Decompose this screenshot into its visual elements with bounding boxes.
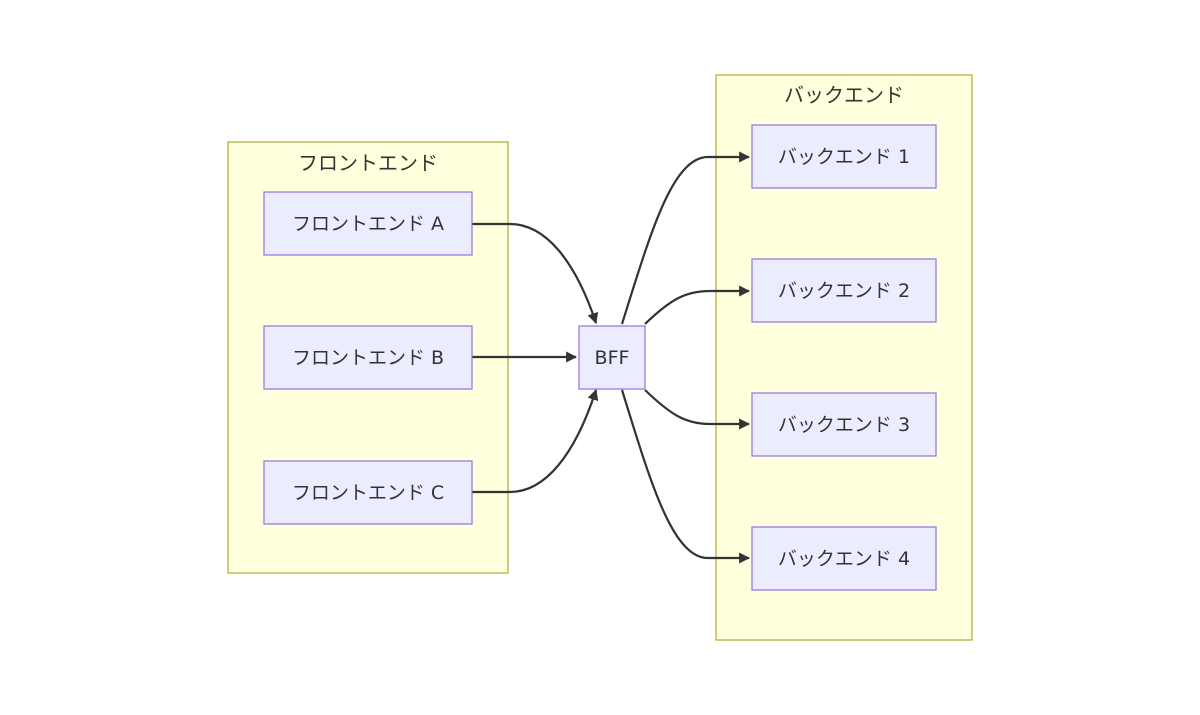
- edge-frontend-a-to-bff: [472, 222, 599, 325]
- edge-bff-to-backend-2: [644, 285, 751, 325]
- edge-bff-to-backend-1: [620, 151, 751, 325]
- node-frontend-b: フロントエンド B: [263, 325, 473, 390]
- node-backend-3-label: バックエンド 3: [778, 414, 910, 436]
- node-frontend-b-label: フロントエンド B: [292, 347, 444, 369]
- node-backend-4: バックエンド 4: [751, 526, 937, 591]
- node-backend-3: バックエンド 3: [751, 392, 937, 457]
- node-backend-1: バックエンド 1: [751, 124, 937, 189]
- node-frontend-a-label: フロントエンド A: [292, 213, 444, 235]
- node-bff-label: BFF: [595, 347, 630, 369]
- node-backend-2-label: バックエンド 2: [778, 280, 910, 302]
- cluster-backend-label: バックエンド: [784, 83, 904, 107]
- node-frontend-a: フロントエンド A: [263, 191, 473, 256]
- cluster-frontend-label: フロントエンド: [298, 151, 438, 175]
- node-backend-1-label: バックエンド 1: [778, 146, 910, 168]
- node-frontend-c-label: フロントエンド C: [292, 482, 444, 504]
- edge-frontend-c-to-bff: [472, 388, 599, 494]
- edge-bff-to-backend-4: [620, 389, 751, 564]
- node-frontend-c: フロントエンド C: [263, 460, 473, 525]
- edge-bff-to-backend-3: [644, 389, 751, 430]
- node-bff: BFF: [578, 325, 646, 390]
- edges: [472, 151, 751, 564]
- node-backend-4-label: バックエンド 4: [778, 548, 910, 570]
- node-backend-2: バックエンド 2: [751, 258, 937, 323]
